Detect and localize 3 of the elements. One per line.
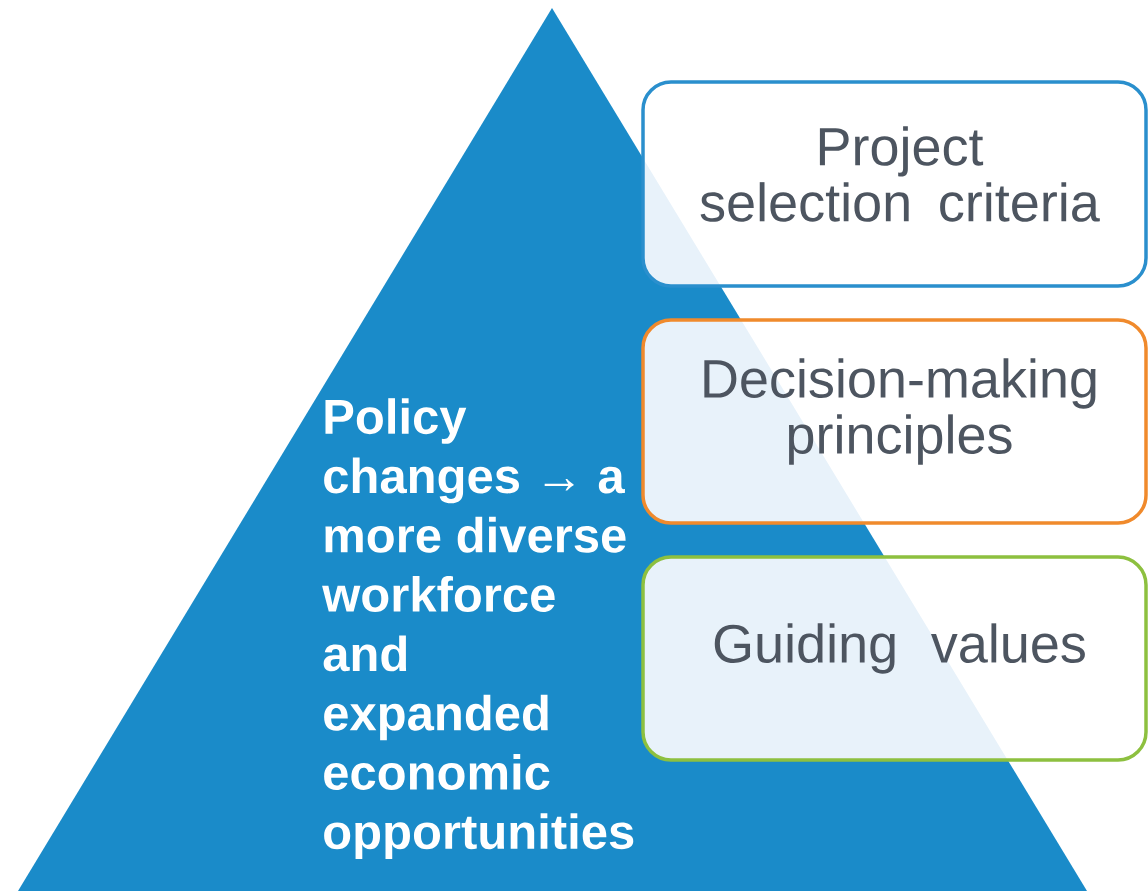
rounded-box: Decision-making principles xyxy=(641,318,1148,525)
rounded-box: Guiding values xyxy=(641,555,1148,762)
rounded-box: Project selection criteria xyxy=(641,80,1148,288)
